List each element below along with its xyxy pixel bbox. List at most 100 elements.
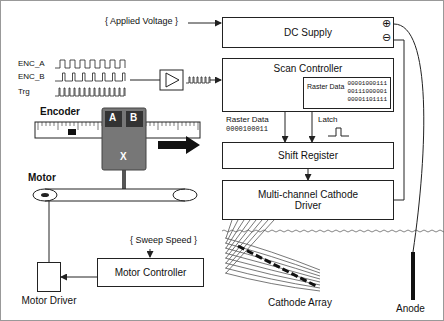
anode-plate bbox=[411, 252, 415, 300]
motor-wire bbox=[49, 201, 50, 262]
scale-tick bbox=[38, 122, 39, 130]
scale-tick bbox=[186, 122, 187, 126]
cathode-array bbox=[225, 220, 320, 291]
liquid-surface bbox=[222, 230, 444, 232]
head-stem bbox=[122, 168, 126, 189]
connector bbox=[308, 169, 309, 180]
label: { Sweep Speed } bbox=[130, 236, 197, 246]
cathode-lead bbox=[226, 220, 232, 238]
scale-marker bbox=[68, 129, 76, 135]
label: ⊕ bbox=[382, 17, 391, 29]
scale-tick bbox=[158, 122, 159, 130]
waveform bbox=[55, 88, 125, 96]
label: X bbox=[120, 151, 127, 162]
scale-tick bbox=[198, 122, 199, 130]
connector bbox=[312, 112, 313, 142]
scale-tick bbox=[82, 122, 83, 126]
waveform bbox=[55, 60, 125, 68]
cathode-lead bbox=[226, 220, 274, 273]
sensor-window bbox=[105, 111, 122, 127]
label: ENC_B bbox=[18, 73, 45, 82]
scale-tick bbox=[154, 122, 155, 126]
scale-tick bbox=[86, 122, 87, 126]
label: Latch bbox=[318, 116, 338, 125]
sensor-window bbox=[126, 111, 143, 127]
label: Cathode Array bbox=[268, 297, 332, 308]
pulley bbox=[173, 189, 197, 201]
output-pulses bbox=[186, 77, 210, 83]
label: Encoder bbox=[40, 106, 80, 117]
latch-pulse bbox=[328, 128, 349, 136]
node-text: Motor Driver bbox=[21, 295, 76, 307]
node-text: Motor Controller bbox=[115, 267, 187, 279]
encoder-waveforms bbox=[55, 60, 125, 96]
scale-tick bbox=[50, 122, 51, 126]
node-text: Multi-channel Cathode Driver bbox=[253, 189, 363, 212]
scale-tick bbox=[98, 122, 99, 130]
node-text: Raster Data bbox=[307, 83, 344, 91]
waveform bbox=[55, 73, 125, 81]
cathode-lead bbox=[226, 220, 268, 268]
label: Trg bbox=[18, 88, 30, 97]
signal-arrow bbox=[210, 80, 221, 81]
pulley bbox=[33, 189, 57, 201]
comparator-box bbox=[160, 70, 183, 90]
cathode-line bbox=[225, 258, 320, 282]
node-text: 00001101111 bbox=[347, 97, 387, 104]
scale-tick bbox=[190, 122, 191, 126]
scale-tick bbox=[150, 122, 151, 126]
comparator-symbol bbox=[166, 73, 179, 87]
scale-tick bbox=[178, 122, 179, 130]
scale-tick bbox=[46, 122, 47, 126]
process-box: Motor Controller bbox=[97, 258, 204, 287]
scale-tick bbox=[54, 122, 55, 126]
driver-box: Motor Driver bbox=[37, 262, 61, 292]
scale-tick bbox=[194, 122, 195, 126]
sensor-head bbox=[102, 108, 146, 170]
anode-wire bbox=[394, 24, 424, 252]
scale-tick bbox=[42, 122, 43, 126]
scale-tick bbox=[166, 122, 167, 126]
voltage-arrow bbox=[188, 23, 221, 24]
process-box: Multi-channel Cathode Driver bbox=[222, 180, 394, 220]
motion-arrow bbox=[158, 136, 200, 154]
data-panel: Raster Data00001000111001110000010000110… bbox=[303, 77, 391, 109]
scale-tick bbox=[58, 122, 59, 130]
process-box: DC Supply bbox=[222, 17, 394, 48]
scale-tick bbox=[66, 122, 67, 126]
label: A bbox=[109, 112, 116, 123]
speed-arrow bbox=[150, 249, 151, 257]
label: B bbox=[130, 112, 137, 123]
scale-tick bbox=[174, 122, 175, 126]
node-text: 00001000111 bbox=[347, 81, 387, 88]
active-cathodes bbox=[238, 246, 318, 287]
process-box: Shift Register bbox=[222, 142, 394, 169]
label: Raster Data bbox=[226, 116, 269, 125]
node-text: Shift Register bbox=[278, 150, 338, 162]
belt bbox=[45, 189, 185, 190]
scale-tick bbox=[62, 122, 63, 126]
cathode-line bbox=[225, 238, 320, 270]
scale-tick bbox=[182, 122, 183, 126]
cathode-lead bbox=[226, 220, 244, 248]
label: ENC_A bbox=[18, 60, 45, 69]
scale-tick bbox=[94, 122, 95, 126]
connector bbox=[61, 277, 97, 278]
node-text: DC Supply bbox=[284, 27, 332, 39]
scale-tick bbox=[90, 122, 91, 126]
cathode-line bbox=[225, 268, 320, 288]
label: Anode bbox=[396, 303, 425, 314]
label: { Applied Voltage } bbox=[105, 17, 178, 27]
connector bbox=[394, 40, 404, 200]
label: ⊖ bbox=[382, 31, 391, 43]
process-box: Scan ControllerRaster Data00001000111001… bbox=[222, 58, 394, 112]
scale-tick bbox=[170, 122, 171, 126]
label: 0000100011 bbox=[226, 126, 268, 134]
signal-wire bbox=[130, 80, 160, 81]
scale-tick bbox=[74, 122, 75, 126]
motor-shaft bbox=[41, 193, 49, 197]
scale-tick bbox=[162, 122, 163, 126]
connector bbox=[285, 112, 286, 142]
belt bbox=[45, 201, 185, 202]
scale-tick bbox=[70, 122, 71, 126]
